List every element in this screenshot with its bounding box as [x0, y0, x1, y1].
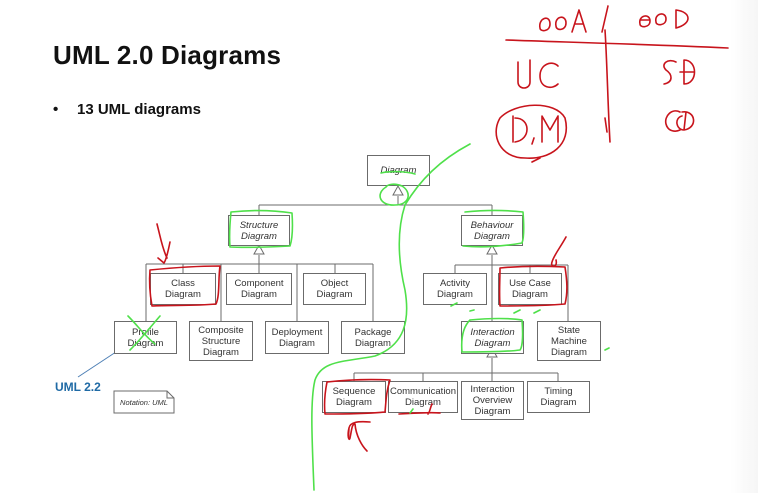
box-label: Deployment Diagram — [271, 326, 323, 349]
note-label: Notation: UML — [120, 397, 168, 407]
activity-diagram-box: Activity Diagram — [423, 273, 487, 305]
ink-ood — [639, 9, 689, 29]
structure-diagram-box: Structure Diagram — [228, 215, 290, 246]
box-label: Communication Diagram — [390, 386, 456, 408]
box-label: Timing Diagram — [540, 386, 577, 408]
interaction-diagram-box: Interaction Diagram — [461, 321, 524, 354]
box-label: Class Diagram — [165, 278, 201, 300]
object-diagram-box: Object Diagram — [303, 273, 366, 305]
communication-diagram-box: Communication Diagram — [388, 381, 458, 413]
ink-dm-circle — [495, 104, 568, 163]
bullet-item: • 13 UML diagrams — [53, 101, 201, 118]
behaviour-diagram-box: Behaviour Diagram — [461, 215, 523, 246]
profile-diagram-box: Profile Diagram — [114, 321, 177, 354]
use-case-diagram-box: Use Case Diagram — [498, 273, 562, 305]
box-label: Use Case Diagram — [509, 278, 551, 300]
bullet-dot: • — [53, 101, 59, 118]
box-label: Behaviour Diagram — [470, 219, 514, 242]
diagram-root-box: Diagram — [367, 155, 430, 186]
ink-sd — [663, 59, 696, 85]
box-label: Profile Diagram — [127, 326, 164, 349]
interaction-overview-diagram-box: Interaction Overview Diagram — [461, 381, 524, 420]
package-diagram-box: Package Diagram — [341, 321, 405, 354]
ink-uc — [517, 59, 559, 89]
timing-diagram-box: Timing Diagram — [527, 381, 590, 413]
box-label: Activity Diagram — [437, 278, 473, 300]
box-label: Structure Diagram — [239, 219, 279, 242]
box-label: Component Diagram — [234, 278, 284, 300]
composite-structure-diagram-box: Composite Structure Diagram — [189, 321, 253, 361]
ink-ooa — [539, 9, 587, 33]
ink-table-hline — [505, 39, 729, 49]
notation-note: Notation: UML — [114, 391, 174, 413]
box-label: Interaction Overview Diagram — [470, 384, 515, 417]
slide-edge-shade — [730, 0, 758, 493]
box-label: Composite Structure Diagram — [198, 324, 244, 358]
box-label: Sequence Diagram — [332, 386, 376, 408]
ink-dm — [512, 115, 559, 145]
box-label: Interaction Diagram — [470, 326, 515, 349]
state-machine-diagram-box: State Machine Diagram — [537, 321, 601, 361]
ink-green-circle-root — [379, 183, 409, 206]
ink-green-curve-main — [311, 143, 471, 491]
bullet-text: 13 UML diagrams — [77, 101, 201, 118]
generalization-arrow — [486, 243, 498, 255]
class-diagram-box: Class Diagram — [150, 273, 216, 305]
generalization-arrow — [253, 243, 265, 255]
box-label: Diagram — [380, 165, 417, 176]
box-label: State Machine Diagram — [551, 324, 587, 358]
ink-table-vline — [604, 29, 611, 143]
ink-bar — [604, 117, 608, 133]
sequence-diagram-box: Sequence Diagram — [322, 381, 386, 413]
ink-check-usecase — [550, 236, 567, 268]
component-diagram-box: Component Diagram — [226, 273, 292, 305]
ink-arrow-sequence — [347, 420, 371, 452]
ink-slash — [601, 5, 609, 33]
deployment-diagram-box: Deployment Diagram — [265, 321, 329, 354]
ink-cd — [664, 110, 695, 132]
uml-2-2-label: UML 2.2 — [55, 380, 101, 394]
box-label: Object Diagram — [316, 278, 353, 300]
ink-arrow-class — [156, 223, 171, 264]
slide-title: UML 2.0 Diagrams — [53, 40, 282, 70]
generalization-arrow — [392, 184, 404, 196]
box-label: Package Diagram — [354, 326, 392, 349]
